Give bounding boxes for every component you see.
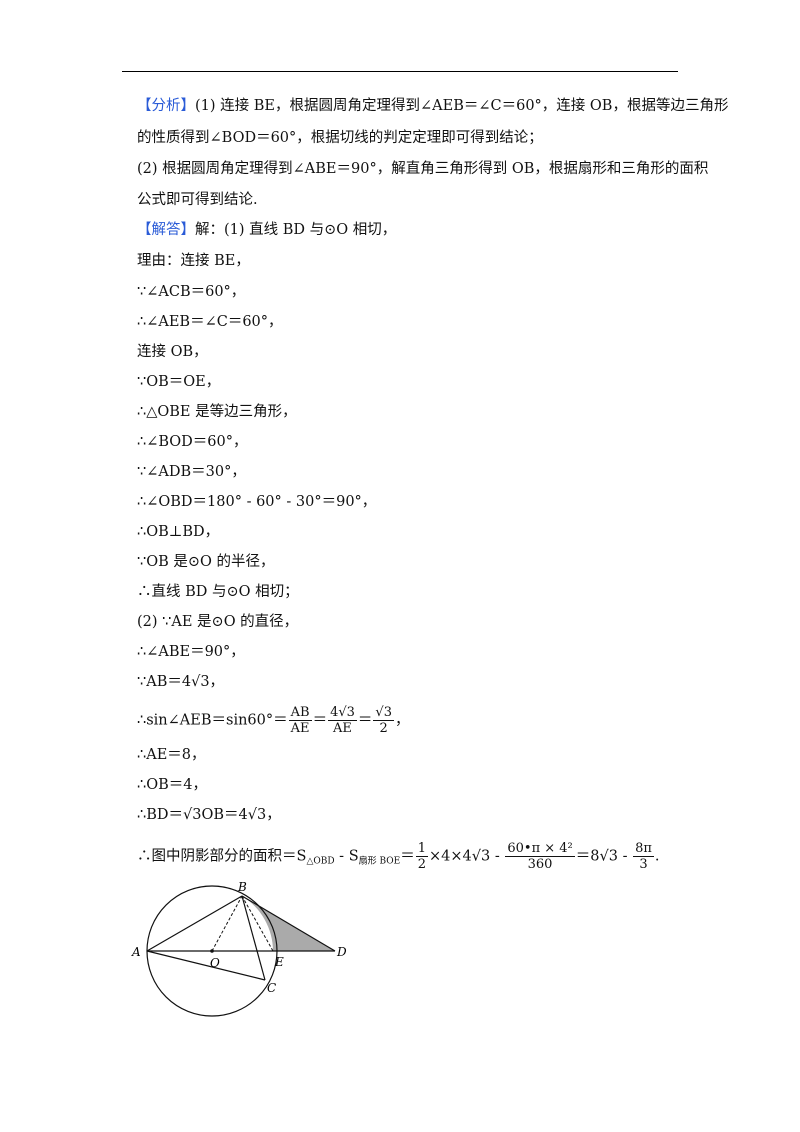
numerator: AB [288, 705, 312, 721]
analysis-line-4: 公式即可得到结论. [137, 192, 258, 208]
segment-ac [146, 950, 266, 981]
analysis-line-2: 的性质得到∠BOD＝60°，根据切线的判定定理即可得到结论； [137, 130, 543, 146]
denominator: 360 [527, 857, 553, 872]
numerator: 4√3 [328, 705, 357, 721]
area-sub-triangle: △OBD [306, 856, 335, 867]
analysis-line-1: 【分析】(1) 连接 BE，根据圆周角定理得到∠AEB＝∠C＝60°，连接 OB… [137, 96, 728, 116]
segment-bd [241, 895, 336, 952]
equals: ＝ [357, 712, 373, 729]
step-line: ∵AB＝4√3， [137, 674, 225, 690]
ob-line: ∴OB＝4， [137, 777, 207, 793]
numerator: 60•π × 4² [505, 841, 575, 857]
equals: ＝ [400, 848, 415, 865]
label-a: A [131, 945, 141, 959]
step-line: ∵OB＝OE， [137, 374, 221, 390]
step-line: ∵∠ADB＝30°， [137, 464, 246, 480]
label-o: O [210, 956, 220, 970]
denominator: 2 [417, 857, 427, 872]
segment-be-dashed [241, 895, 274, 952]
label-c: C [267, 981, 276, 995]
analysis-tag: 【分析】 [137, 98, 195, 114]
area-prefix: ∴图中阴影部分的面积＝S [137, 848, 307, 865]
denominator: AE [333, 721, 352, 736]
center-point [210, 949, 214, 953]
step-line: ∴∠BOD＝60°， [137, 434, 248, 450]
analysis-line-3: (2) 根据圆周角定理得到∠ABE＝90°，解直角三角形得到 OB，根据扇形和三… [137, 161, 709, 177]
step-line: ∴∠ABE＝90°， [137, 644, 245, 660]
step-line: ∴∠AEB＝∠C＝60°， [137, 314, 283, 330]
denominator: AE [290, 721, 310, 736]
segment-bc [241, 895, 266, 981]
step-line: ∴OB⊥BD， [137, 524, 220, 540]
comma: ， [394, 712, 410, 729]
numerator: 1 [415, 841, 429, 857]
step-line: ∵OB 是⊙O 的半径， [137, 554, 275, 570]
analysis-text-1: (1) 连接 BE，根据圆周角定理得到∠AEB＝∠C＝60°，连接 OB，根据等… [195, 98, 729, 114]
denominator: 3 [639, 857, 648, 872]
step-line: ∴直线 BD 与⊙O 相切； [137, 584, 299, 600]
area-term: ＝8√3 - [575, 848, 633, 865]
step-line: ∴∠OBD＝180° - 60° - 30°＝90°， [137, 494, 377, 510]
top-rule [122, 71, 678, 72]
area-minus: - S [334, 848, 359, 865]
equals: ＝ [312, 712, 328, 729]
area-term: ×4×4√3 - [429, 848, 505, 865]
denominator: 2 [379, 721, 388, 736]
ae-line: ∴AE＝8， [137, 747, 206, 763]
numerator: 8π [633, 841, 654, 857]
label-b: B [237, 880, 247, 894]
step-line: ∵∠ACB＝60°， [137, 284, 246, 300]
step-line: (2) ∵AE 是⊙O 的直径， [137, 614, 299, 630]
answer-tag: 【解答】 [137, 222, 195, 238]
label-d: D [336, 945, 347, 959]
answer-intro: 解：(1) 直线 BD 与⊙O 相切， [195, 222, 397, 238]
geometry-figure: A B O E D C [131, 880, 347, 1017]
step-line: 连接 OB， [137, 344, 208, 360]
step-line: 理由：连接 BE， [137, 253, 250, 269]
area-sub-sector: 扇形 BOE [358, 856, 401, 867]
label-e: E [274, 955, 284, 969]
period: . [654, 848, 660, 865]
answer-line-0: 【解答】解：(1) 直线 BD 与⊙O 相切， [137, 220, 396, 240]
step-line: ∴△OBE 是等边三角形， [137, 404, 297, 420]
numerator: √3 [373, 705, 394, 721]
sin-prefix: ∴sin∠AEB＝sin60°＝ [137, 712, 288, 729]
bd-line: ∴BD＝√3OB＝4√3， [137, 807, 281, 823]
segment-ab [146, 895, 243, 952]
segment-ob-dashed [211, 895, 243, 952]
